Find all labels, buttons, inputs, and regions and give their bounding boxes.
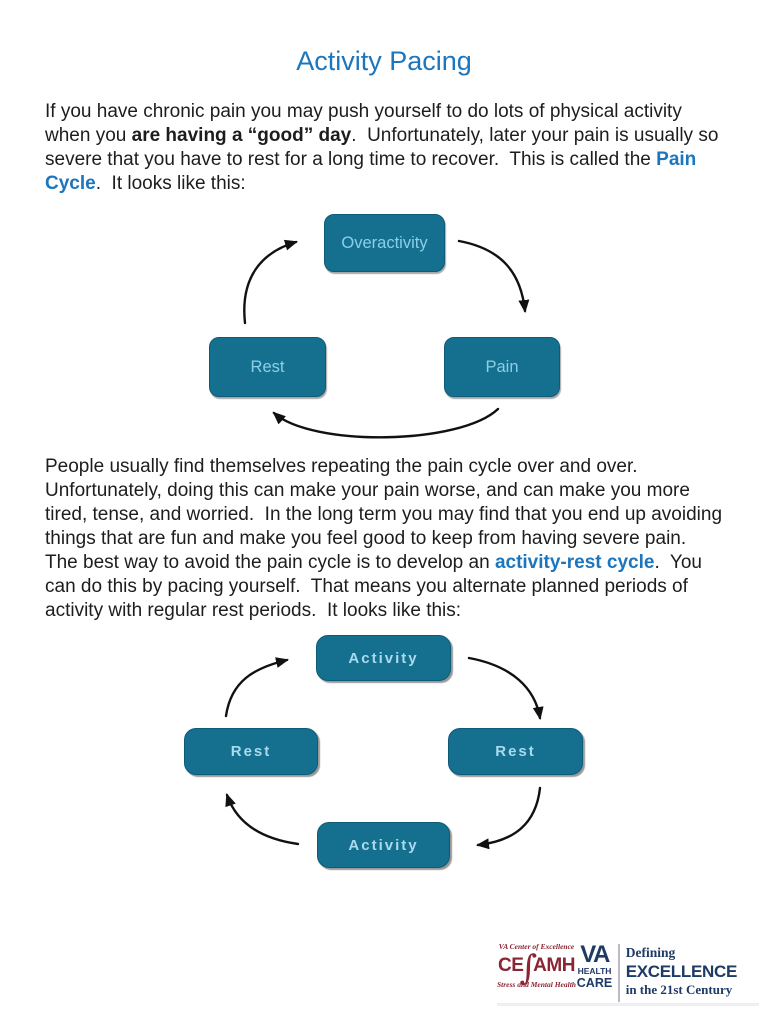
cesamh-ce: CE <box>498 955 524 976</box>
arrow-activitybottom-to-restleft-icon <box>225 793 300 846</box>
paragraph-explanation: People usually find themselves repeating… <box>45 455 725 623</box>
intro-text-3: . It looks like this: <box>95 173 246 194</box>
node-rest-left-label: Rest <box>230 743 272 760</box>
cesamh-amh: AMH <box>533 955 575 976</box>
node-rest-left: Rest <box>184 728 318 775</box>
node-pain-label: Pain <box>485 357 519 376</box>
intro-text-1: If you have chronic pain you may push yo… <box>45 101 688 146</box>
page-title: Activity Pacing <box>296 46 472 76</box>
va-health-care-logo: VA HEALTH CARE <box>576 941 613 1003</box>
cesamh-logo: VA Center of Excellence CE ∫ AMH Stress … <box>497 943 576 1003</box>
paragraph-intro: If you have chronic pain you may push yo… <box>45 100 725 196</box>
intro-text-bold: are having a “good” day <box>131 125 352 146</box>
tagline-excellence: EXCELLENCE <box>625 961 738 981</box>
node-overactivity: Overactivity <box>324 214 445 272</box>
va-logo-care: CARE <box>576 975 613 990</box>
node-activity-top-label: Activity <box>348 649 419 667</box>
cesamh-bottom-tagline: Stress and Mental Health <box>497 979 576 989</box>
pain-cycle-arrows <box>243 239 530 439</box>
va-logo-health: HEALTH <box>577 966 612 977</box>
explanation-text-2: . You can do this by pacing yourself. Th… <box>45 552 708 621</box>
node-activity-bottom-label: Activity <box>348 836 419 854</box>
va-logo-letters: VA <box>580 941 610 968</box>
cesamh-wordmark: CE ∫ AMH <box>498 947 575 988</box>
node-rest-right: Rest <box>448 728 583 775</box>
bottom-edge-strip <box>497 1003 759 1006</box>
arrow-rest-to-overactivity-icon <box>243 239 298 325</box>
node-pain: Pain <box>444 337 560 397</box>
activity-rest-cycle-term: activity-rest cycle <box>494 552 655 573</box>
arrow-pain-to-rest-icon <box>272 407 500 439</box>
node-overactivity-label: Overactivity <box>341 233 428 252</box>
node-activity-bottom: Activity <box>317 822 450 868</box>
pain-cycle-term: Pain Cycle <box>45 149 702 194</box>
node-rest-label: Rest <box>250 357 285 376</box>
logo-tagline: Defining EXCELLENCE in the 21st Century <box>625 943 738 1003</box>
arrow-overactivity-to-pain-icon <box>457 239 530 313</box>
activity-rest-diagram: Activity Rest Rest Activity <box>0 630 768 920</box>
explanation-text-1: People usually find themselves repeating… <box>45 456 728 573</box>
pain-cycle-diagram: Overactivity Rest Pain <box>0 205 768 455</box>
node-activity-top: Activity <box>316 635 451 681</box>
activity-rest-arrows <box>224 656 544 850</box>
arrow-activitytop-to-restright-icon <box>467 656 544 720</box>
tagline-defining: Defining <box>625 945 676 960</box>
logo-divider <box>618 944 620 1002</box>
node-rest-right-label: Rest <box>495 743 536 760</box>
footer-logo: VA Center of Excellence CE ∫ AMH Stress … <box>497 941 738 1003</box>
node-rest: Rest <box>209 337 326 397</box>
intro-text-2: . Unfortunately, later your pain is usua… <box>45 125 724 170</box>
arrow-restleft-to-activitytop-icon <box>224 657 289 718</box>
tagline-century: in the 21st Century <box>625 981 733 997</box>
arrow-restright-to-activitybottom-icon <box>476 786 542 850</box>
cesamh-top-tagline: VA Center of Excellence <box>498 942 575 951</box>
